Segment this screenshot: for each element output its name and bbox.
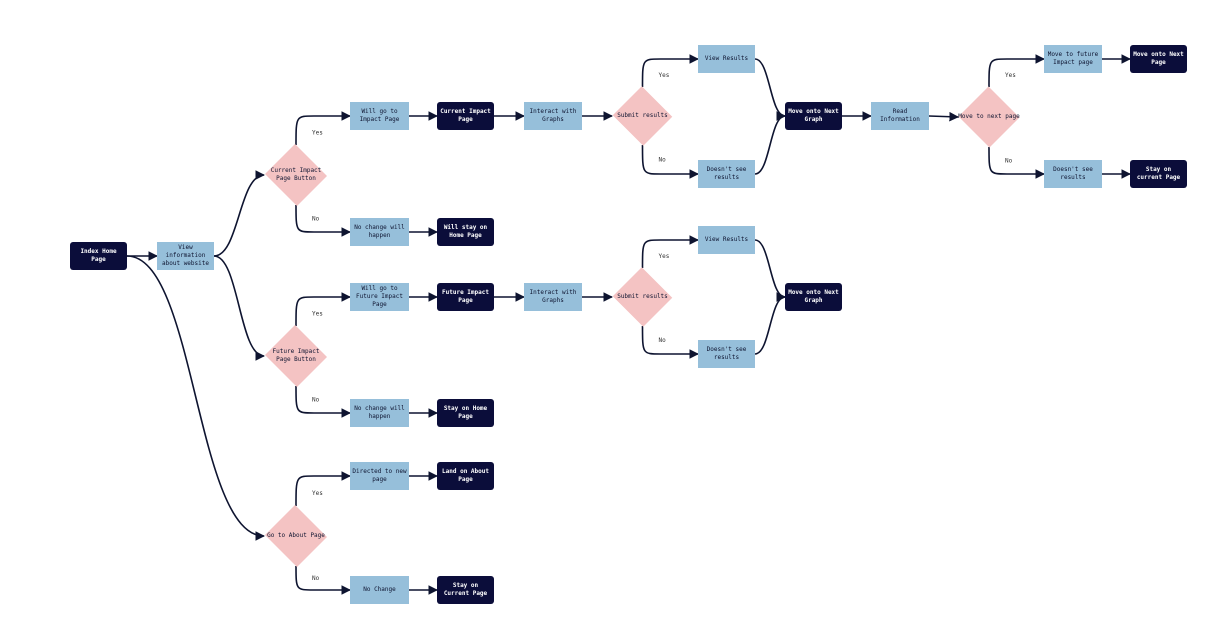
edge-d_current-to-n_go_impact bbox=[295, 111, 351, 146]
decision-current-impact-button: Current Impact Page Button bbox=[264, 144, 328, 206]
node-move-onto-next-graph-2: Move onto Next Graph bbox=[785, 283, 842, 311]
node-move-onto-next-page: Move onto Next Page bbox=[1130, 45, 1187, 73]
node-index-home-page: Index Home Page bbox=[70, 242, 127, 270]
node-land-on-about-page: Land on About Page bbox=[437, 462, 494, 490]
node-move-to-future-impact-page: Move to future Impact page bbox=[1044, 45, 1102, 73]
edge-n_no_results2-to-n_next_graph2 bbox=[754, 292, 786, 355]
node-stay-on-current-page-2: Stay on Current Page bbox=[437, 576, 494, 604]
node-will-stay-on-home-page: Will stay on Home Page bbox=[437, 218, 494, 246]
node-interact-with-graphs-1: Interact with Graphs bbox=[524, 102, 582, 130]
edge-d_next_page-to-n_no_results3 bbox=[988, 146, 1045, 179]
edge-label: No bbox=[312, 397, 320, 404]
decision-label: Submit results bbox=[617, 292, 668, 300]
node-no-change-will-happen-1: No change will happen bbox=[350, 218, 409, 246]
edge-label: Yes bbox=[312, 130, 323, 137]
edge-n_no_results1-to-n_next_graph1 bbox=[754, 111, 786, 175]
node-view-results-1: View Results bbox=[698, 45, 755, 73]
node-directed-to-new-page: Directed to new page bbox=[350, 462, 409, 490]
node-no-change: No Change bbox=[350, 576, 409, 604]
decision-label: Move to next page bbox=[958, 112, 1020, 120]
edge-label: No bbox=[312, 216, 320, 223]
node-view-results-2: View Results bbox=[698, 226, 755, 254]
decision-submit-results-2: Submit results bbox=[612, 267, 673, 327]
decision-submit-results-1: Submit results bbox=[612, 86, 673, 146]
node-doesnt-see-results-3: Doesn't see results bbox=[1044, 160, 1102, 188]
decision-label: Future Impact Page Button bbox=[272, 347, 320, 363]
edge-label: Yes bbox=[312, 490, 323, 497]
edge-label: Yes bbox=[1005, 72, 1016, 79]
edge-d_about-to-n_nochange3 bbox=[295, 565, 351, 595]
edge-label: Yes bbox=[659, 253, 670, 260]
edge-label: No bbox=[659, 337, 667, 344]
node-doesnt-see-results-2: Doesn't see results bbox=[698, 340, 755, 368]
decision-label: Current Impact Page Button bbox=[270, 166, 322, 182]
node-stay-on-current-page: Stay on current Page bbox=[1130, 160, 1187, 188]
node-no-change-will-happen-2: No change will happen bbox=[350, 399, 409, 427]
edge-d_future-to-n_go_future bbox=[295, 292, 351, 327]
decision-label: Go to About Page bbox=[267, 531, 325, 539]
decision-future-impact-button: Future Impact Page Button bbox=[264, 325, 328, 387]
node-view-information: View information about website bbox=[157, 242, 214, 270]
decision-move-to-next-page: Move to next page bbox=[958, 86, 1020, 148]
node-will-go-to-future-impact-page: Will go to Future Impact Page bbox=[350, 283, 409, 311]
edge-label: No bbox=[659, 157, 667, 164]
edge-label: Yes bbox=[312, 311, 323, 318]
edge-n_read_info-to-d_next_page bbox=[928, 111, 959, 122]
edge-d_future-to-n_nochange2 bbox=[295, 385, 351, 418]
edge-n_view-to-d_future bbox=[213, 255, 265, 361]
edge-n_view_results1-to-n_next_graph1 bbox=[754, 58, 786, 121]
edge-d_submit1-to-n_view_results1 bbox=[641, 54, 699, 88]
edge-d_about-to-n_directed bbox=[295, 471, 351, 507]
edge-d_submit1-to-n_no_results1 bbox=[641, 144, 699, 179]
decision-label: Submit results bbox=[617, 111, 668, 119]
edge-d_submit2-to-n_view_results2 bbox=[641, 235, 699, 269]
node-current-impact-page: Current Impact Page bbox=[437, 102, 494, 130]
node-will-go-to-impact-page: Will go to Impact Page bbox=[350, 102, 409, 130]
edge-label: Yes bbox=[659, 72, 670, 79]
edge-n_view-to-d_current bbox=[213, 170, 265, 257]
node-stay-on-home-page: Stay on Home Page bbox=[437, 399, 494, 427]
edge-n_home-to-d_about bbox=[126, 255, 265, 541]
edge-d_next_page-to-n_move_future bbox=[988, 54, 1045, 88]
edge-d_current-to-n_nochange1 bbox=[295, 204, 351, 237]
decision-about-page: Go to About Page bbox=[264, 505, 328, 567]
node-move-onto-next-graph-1: Move onto Next Graph bbox=[785, 102, 842, 130]
node-read-information: Read Information bbox=[871, 102, 929, 130]
node-interact-with-graphs-2: Interact with Graphs bbox=[524, 283, 582, 311]
edge-label: No bbox=[312, 575, 320, 582]
edge-label: No bbox=[1005, 158, 1013, 165]
edge-n_view_results2-to-n_next_graph2 bbox=[754, 239, 786, 302]
edge-d_submit2-to-n_no_results2 bbox=[641, 325, 699, 359]
node-future-impact-page: Future Impact Page bbox=[437, 283, 494, 311]
node-doesnt-see-results-1: Doesn't see results bbox=[698, 160, 755, 188]
